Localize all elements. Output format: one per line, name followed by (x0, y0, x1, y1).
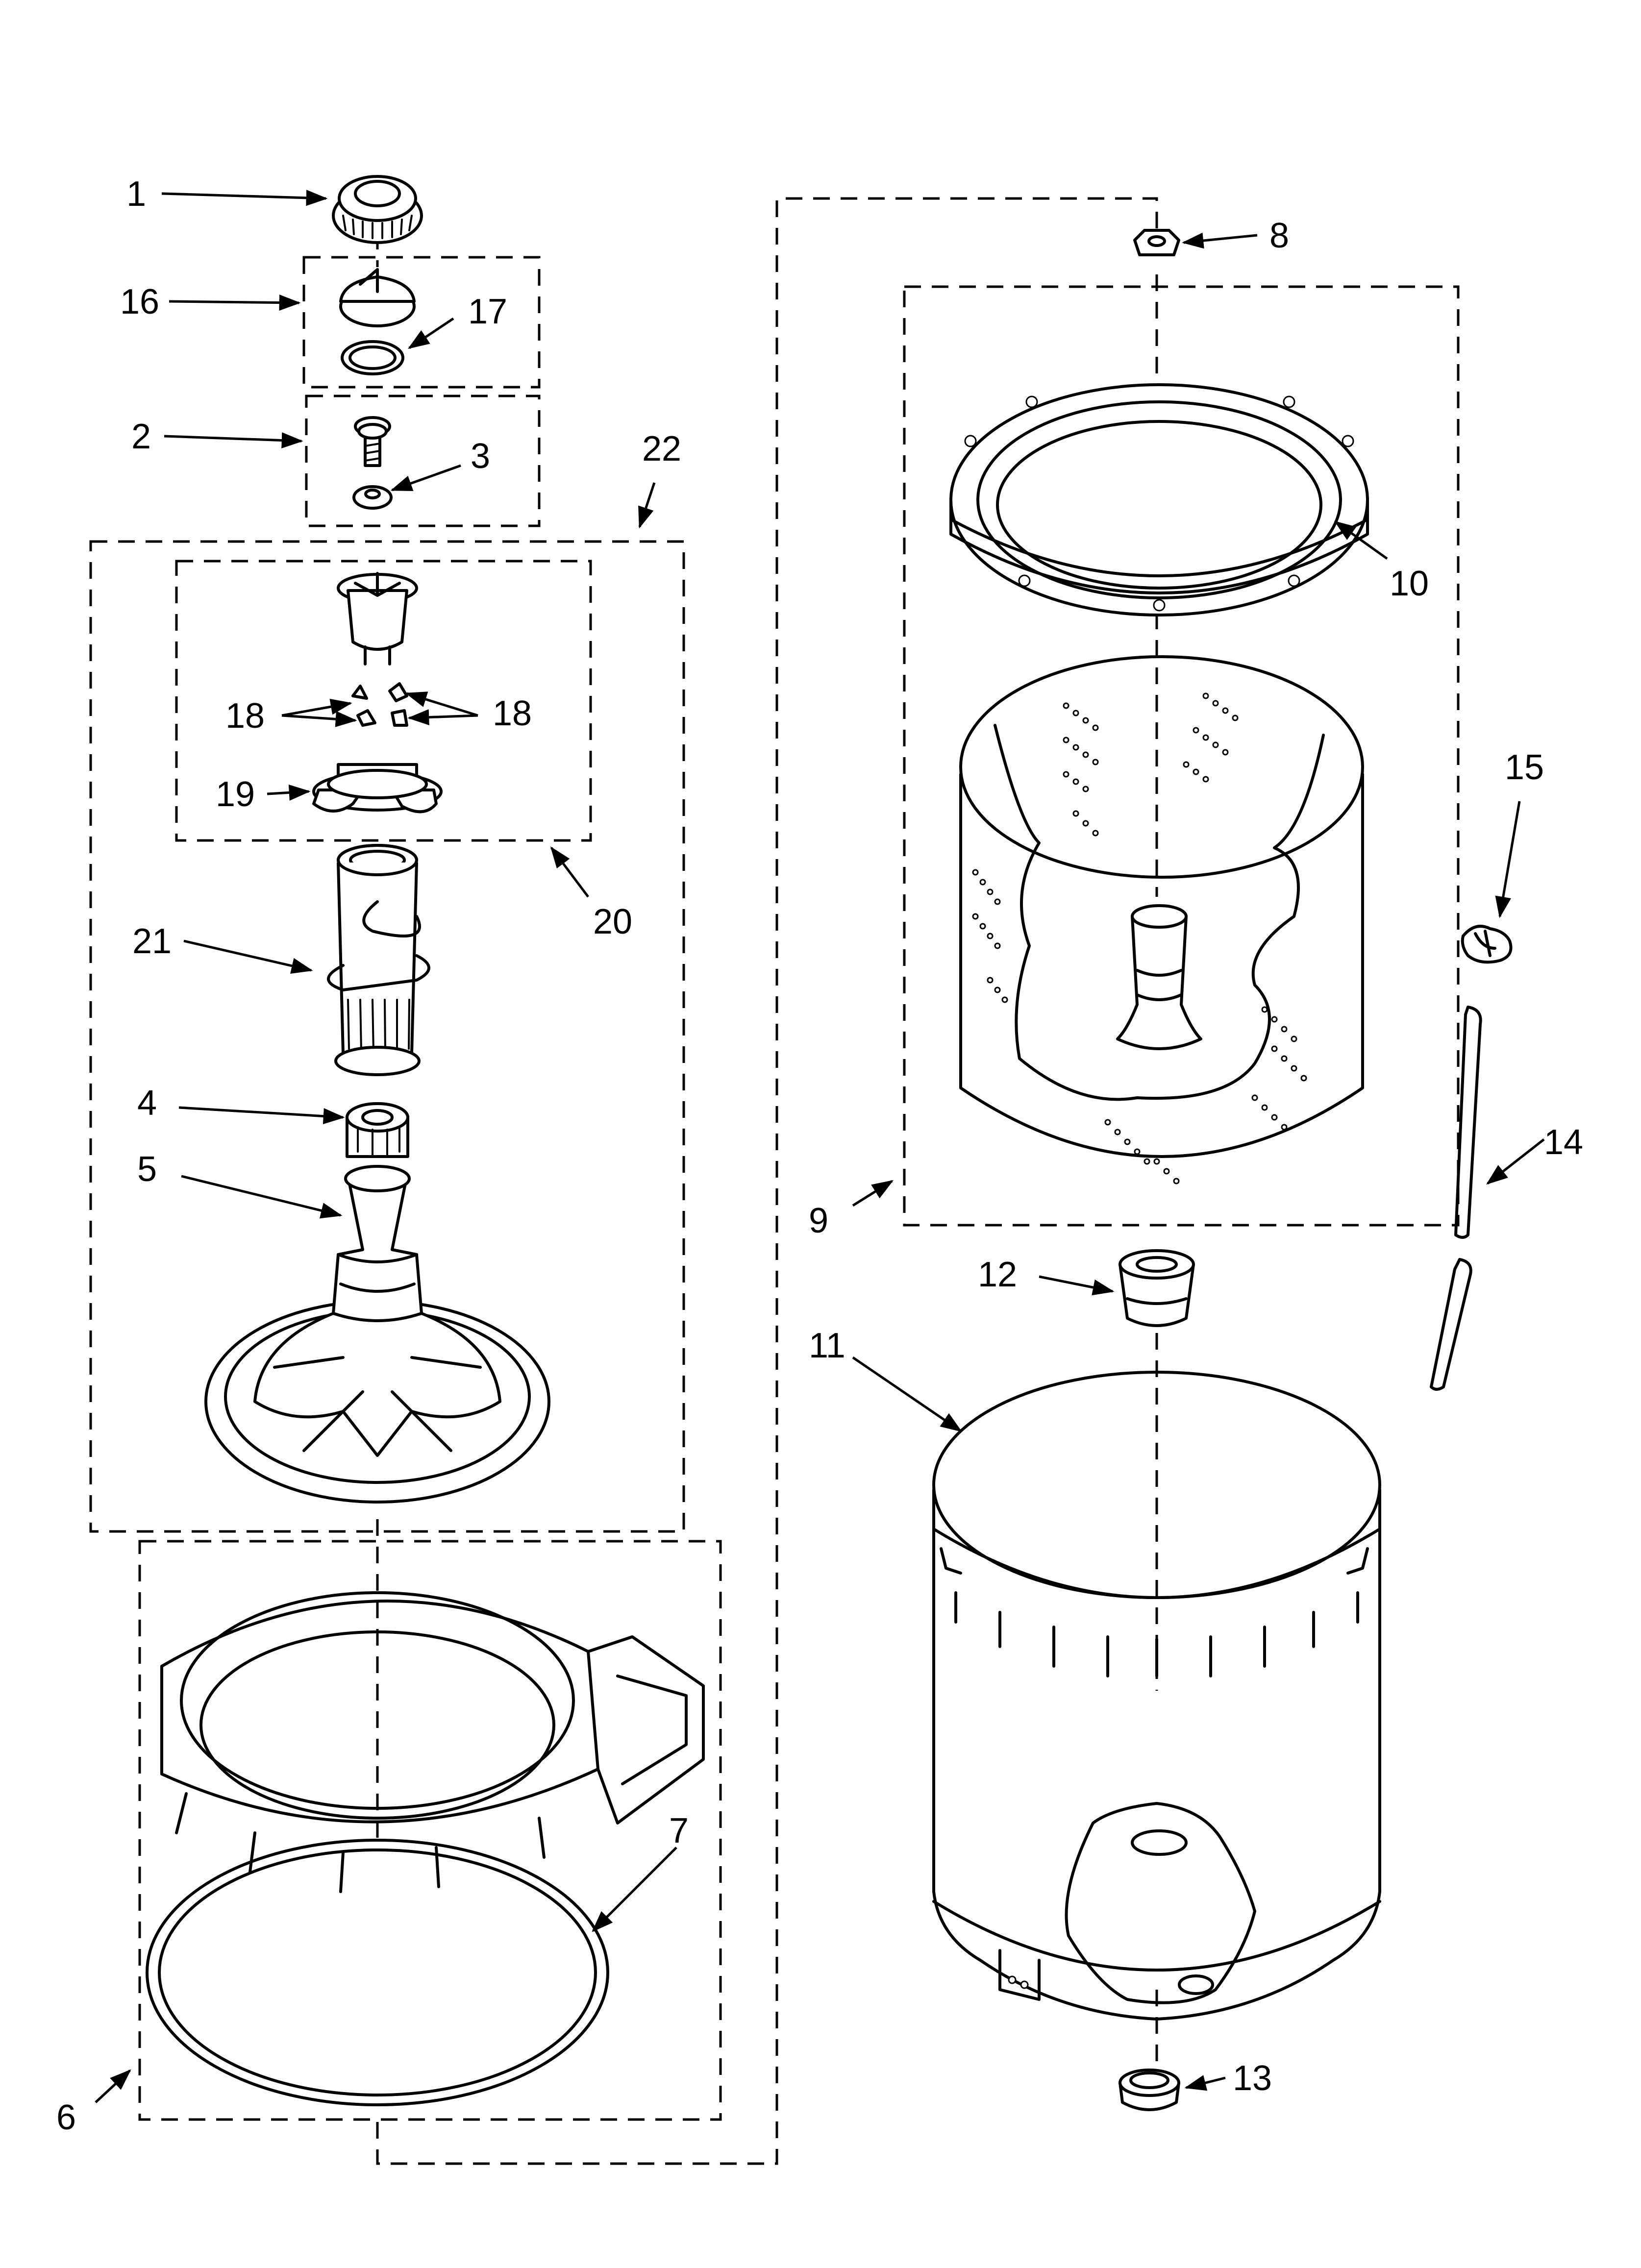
part-14-hose (1430, 1006, 1482, 1391)
callout-8: 8 (1269, 216, 1289, 255)
callout-11: 11 (809, 1326, 845, 1365)
callout-14: 14 (1544, 1123, 1583, 1162)
part-16-cap-base (339, 268, 416, 327)
callout-22: 22 (642, 429, 681, 468)
callout-5: 5 (137, 1150, 157, 1189)
callout-labels: 1 2 3 4 5 6 7 8 9 10 11 12 13 14 15 16 1… (56, 174, 1583, 2137)
part-20-cam (337, 572, 418, 666)
group-box-20 (175, 560, 592, 842)
group-box-9 (903, 285, 1460, 1227)
group-box-2-3 (305, 394, 541, 527)
group-box-16-17 (302, 256, 541, 389)
part-10-balance-ring (949, 383, 1369, 616)
part-11-outer-tub (932, 1371, 1381, 2021)
connector-line (376, 197, 1158, 2165)
part-1-cap (332, 175, 423, 244)
callout-15: 15 (1505, 748, 1544, 787)
callout-13: 13 (1233, 2059, 1272, 2098)
callout-7: 7 (669, 1811, 689, 1850)
basket-perforations (972, 692, 1307, 1184)
callout-1: 1 (126, 174, 146, 214)
part-9-basket (959, 655, 1364, 1184)
part-4-bearing (346, 1102, 409, 1158)
callout-6: 6 (56, 2098, 76, 2137)
part-19-drive-block (312, 763, 443, 814)
balance-ring-holes (964, 395, 1354, 612)
part-3-washer (352, 485, 393, 510)
group-box-6 (138, 1540, 722, 2121)
part-15-clamp (1461, 925, 1513, 964)
part-21-agitator-auger (327, 844, 430, 1076)
part-12-bushing (1119, 1249, 1195, 1327)
callout-21: 21 (132, 922, 172, 961)
callout-4: 4 (137, 1084, 157, 1123)
callout-12: 12 (978, 1255, 1017, 1294)
part-5-agitator-base (204, 1165, 550, 1504)
group-box-22 (89, 540, 685, 1533)
callout-19: 19 (216, 775, 255, 814)
part-13-plug (1119, 2069, 1180, 2111)
part-17-seal-ring (341, 340, 404, 375)
part-7-seal-ring (146, 1839, 609, 2106)
callout-9: 9 (809, 1201, 828, 1240)
callout-2: 2 (131, 417, 151, 456)
part-18-dogs (351, 682, 408, 727)
callout-10: 10 (1390, 564, 1429, 603)
leader-arrows (95, 190, 1545, 2103)
callout-18-left: 18 (225, 696, 265, 736)
callout-3: 3 (471, 437, 490, 476)
part-8-nut (1133, 229, 1180, 256)
callout-17: 17 (468, 292, 507, 331)
group-boxes (89, 197, 1460, 2165)
part-2-bolt (354, 416, 391, 467)
callout-16: 16 (120, 282, 159, 321)
callout-18-right: 18 (493, 694, 532, 733)
callout-20: 20 (593, 902, 632, 941)
part-6-tub-ring (160, 1591, 705, 1893)
